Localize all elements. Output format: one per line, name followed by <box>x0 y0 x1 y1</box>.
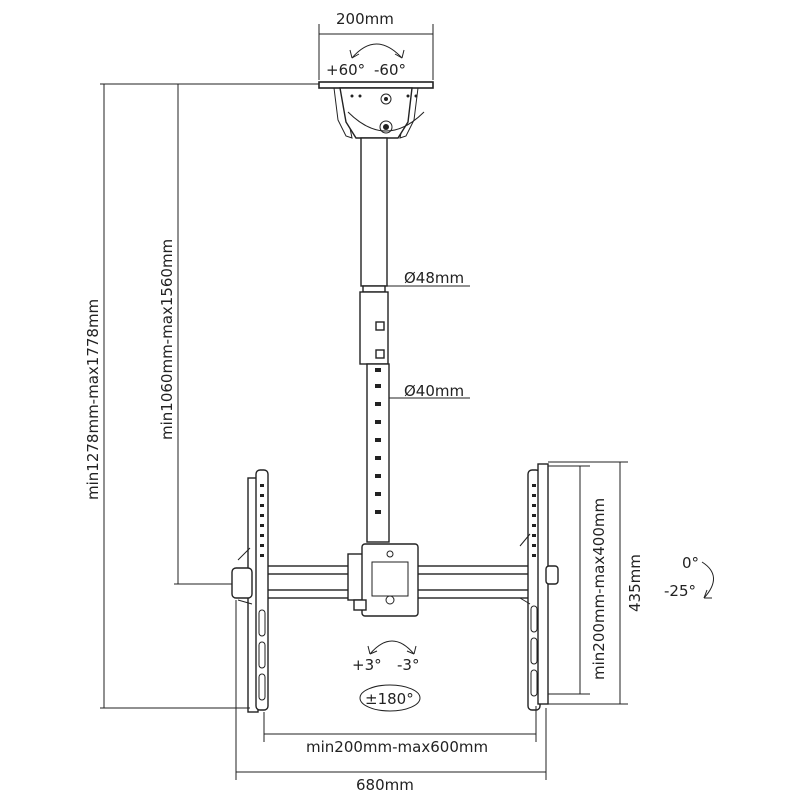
bracket-height-label: 435mm <box>626 554 644 612</box>
pole-height-dimension: min1060mm-max1560mm <box>158 84 232 585</box>
horizontal-vesa-dimension: min200mm-max600mm <box>263 706 537 756</box>
top-width-label: 200mm <box>336 10 394 28</box>
swivel-plus-label: +60° <box>326 61 365 79</box>
center-hub <box>347 543 419 617</box>
pole <box>359 137 390 543</box>
rotation-label: ±180° <box>365 690 414 708</box>
right-tv-bracket <box>519 463 559 711</box>
vertical-vesa-label: min200mm-max400mm <box>590 498 608 680</box>
left-tv-bracket <box>231 469 269 713</box>
vertical-vesa-dimension: min200mm-max400mm <box>548 465 608 695</box>
tilt-top-label: 0° <box>682 554 699 572</box>
overall-width-label: 680mm <box>356 776 414 794</box>
overall-height-label: min1278mm-max1778mm <box>84 299 102 500</box>
pole-height-label: min1060mm-max1560mm <box>158 239 176 440</box>
overall-height-dimension: min1278mm-max1778mm <box>84 83 319 709</box>
horizontal-vesa-label: min200mm-max600mm <box>306 738 488 756</box>
swivel-minus-label: -60° <box>374 61 406 79</box>
ceiling-plate <box>318 81 434 139</box>
rotate-plus-label: +3° <box>352 656 382 674</box>
tilt-indicator: 0° -25° <box>664 554 714 600</box>
rotate-minus-label: -3° <box>397 656 419 674</box>
rotation-callouts: +3° -3° ±180° <box>352 640 421 712</box>
bracket-height-dimension: 435mm <box>548 461 644 705</box>
top-width-dimension: 200mm +60° -60° <box>318 10 434 80</box>
inner-pole-dia-label: Ø40mm <box>404 382 464 400</box>
pole-diameter-callouts: Ø48mm Ø40mm <box>387 269 470 400</box>
overall-width-dimension: 680mm <box>235 600 547 794</box>
tilt-bottom-label: -25° <box>664 582 696 600</box>
outer-pole-dia-label: Ø48mm <box>404 269 464 287</box>
